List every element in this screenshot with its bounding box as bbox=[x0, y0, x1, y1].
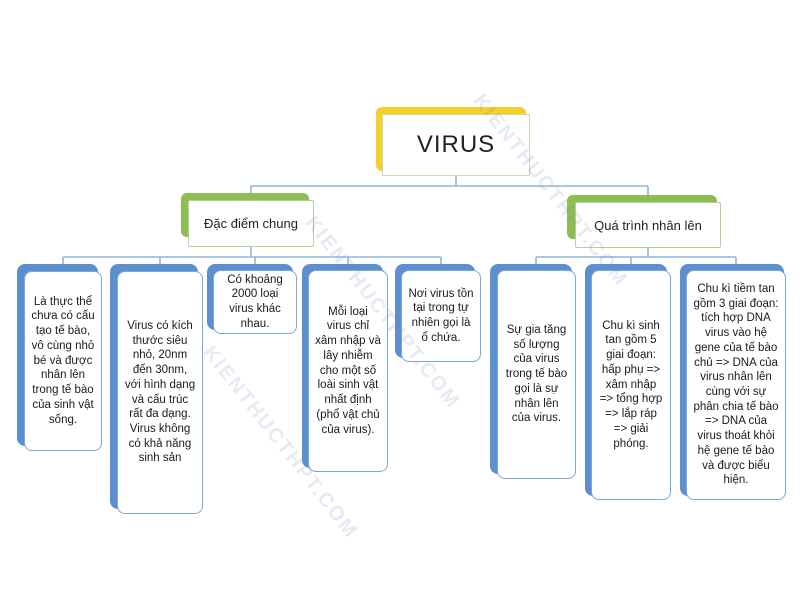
leaf-node: Mỗi loại virus chỉ xâm nhập và lây nhiễm… bbox=[308, 270, 388, 472]
leaf-node: Chu kì tiềm tan gồm 3 giai đoạn: tích hợ… bbox=[686, 270, 786, 500]
category-label: Quá trình nhân lên bbox=[594, 217, 702, 233]
leaf-node: Là thực thể chưa có cấu tạo tế bào, vô c… bbox=[24, 271, 102, 451]
category-label: Đặc điểm chung bbox=[204, 216, 298, 231]
leaf-text: Chu kì tiềm tan gồm 3 giai đoạn: tích hợ… bbox=[693, 282, 779, 487]
leaf-text: Mỗi loại virus chỉ xâm nhập và lây nhiễm… bbox=[315, 305, 381, 436]
leaf-text: Nơi virus tồn tại trong tự nhiên gọi là … bbox=[408, 287, 474, 344]
leaf-text: Là thực thể chưa có cấu tạo tế bào, vô c… bbox=[31, 295, 95, 426]
leaf-node: Virus có kích thước siêu nhỏ, 20nm đến 3… bbox=[117, 271, 203, 514]
leaf-text: Có khoảng 2000 loại virus khác nhau. bbox=[227, 273, 283, 330]
category-node-dac-diem-chung: Đặc điểm chung bbox=[188, 200, 314, 247]
root-label: VIRUS bbox=[416, 131, 496, 158]
leaf-node: Chu kì sinh tan gồm 5 giai đoạn: hấp phụ… bbox=[591, 270, 671, 500]
leaf-text: Virus có kích thước siêu nhỏ, 20nm đến 3… bbox=[124, 319, 196, 465]
root-node: VIRUS bbox=[382, 114, 530, 176]
leaf-node: Sự gia tăng số lượng của virus trong tế … bbox=[497, 270, 576, 479]
leaf-node: Có khoảng 2000 loại virus khác nhau. bbox=[213, 270, 297, 334]
leaf-text: Sự gia tăng số lượng của virus trong tế … bbox=[505, 323, 568, 425]
leaf-node: Nơi virus tồn tại trong tự nhiên gọi là … bbox=[401, 270, 481, 362]
leaf-text: Chu kì sinh tan gồm 5 giai đoạn: hấp phụ… bbox=[599, 319, 663, 450]
category-node-qua-trinh-nhan-len: Quá trình nhân lên bbox=[575, 202, 721, 248]
